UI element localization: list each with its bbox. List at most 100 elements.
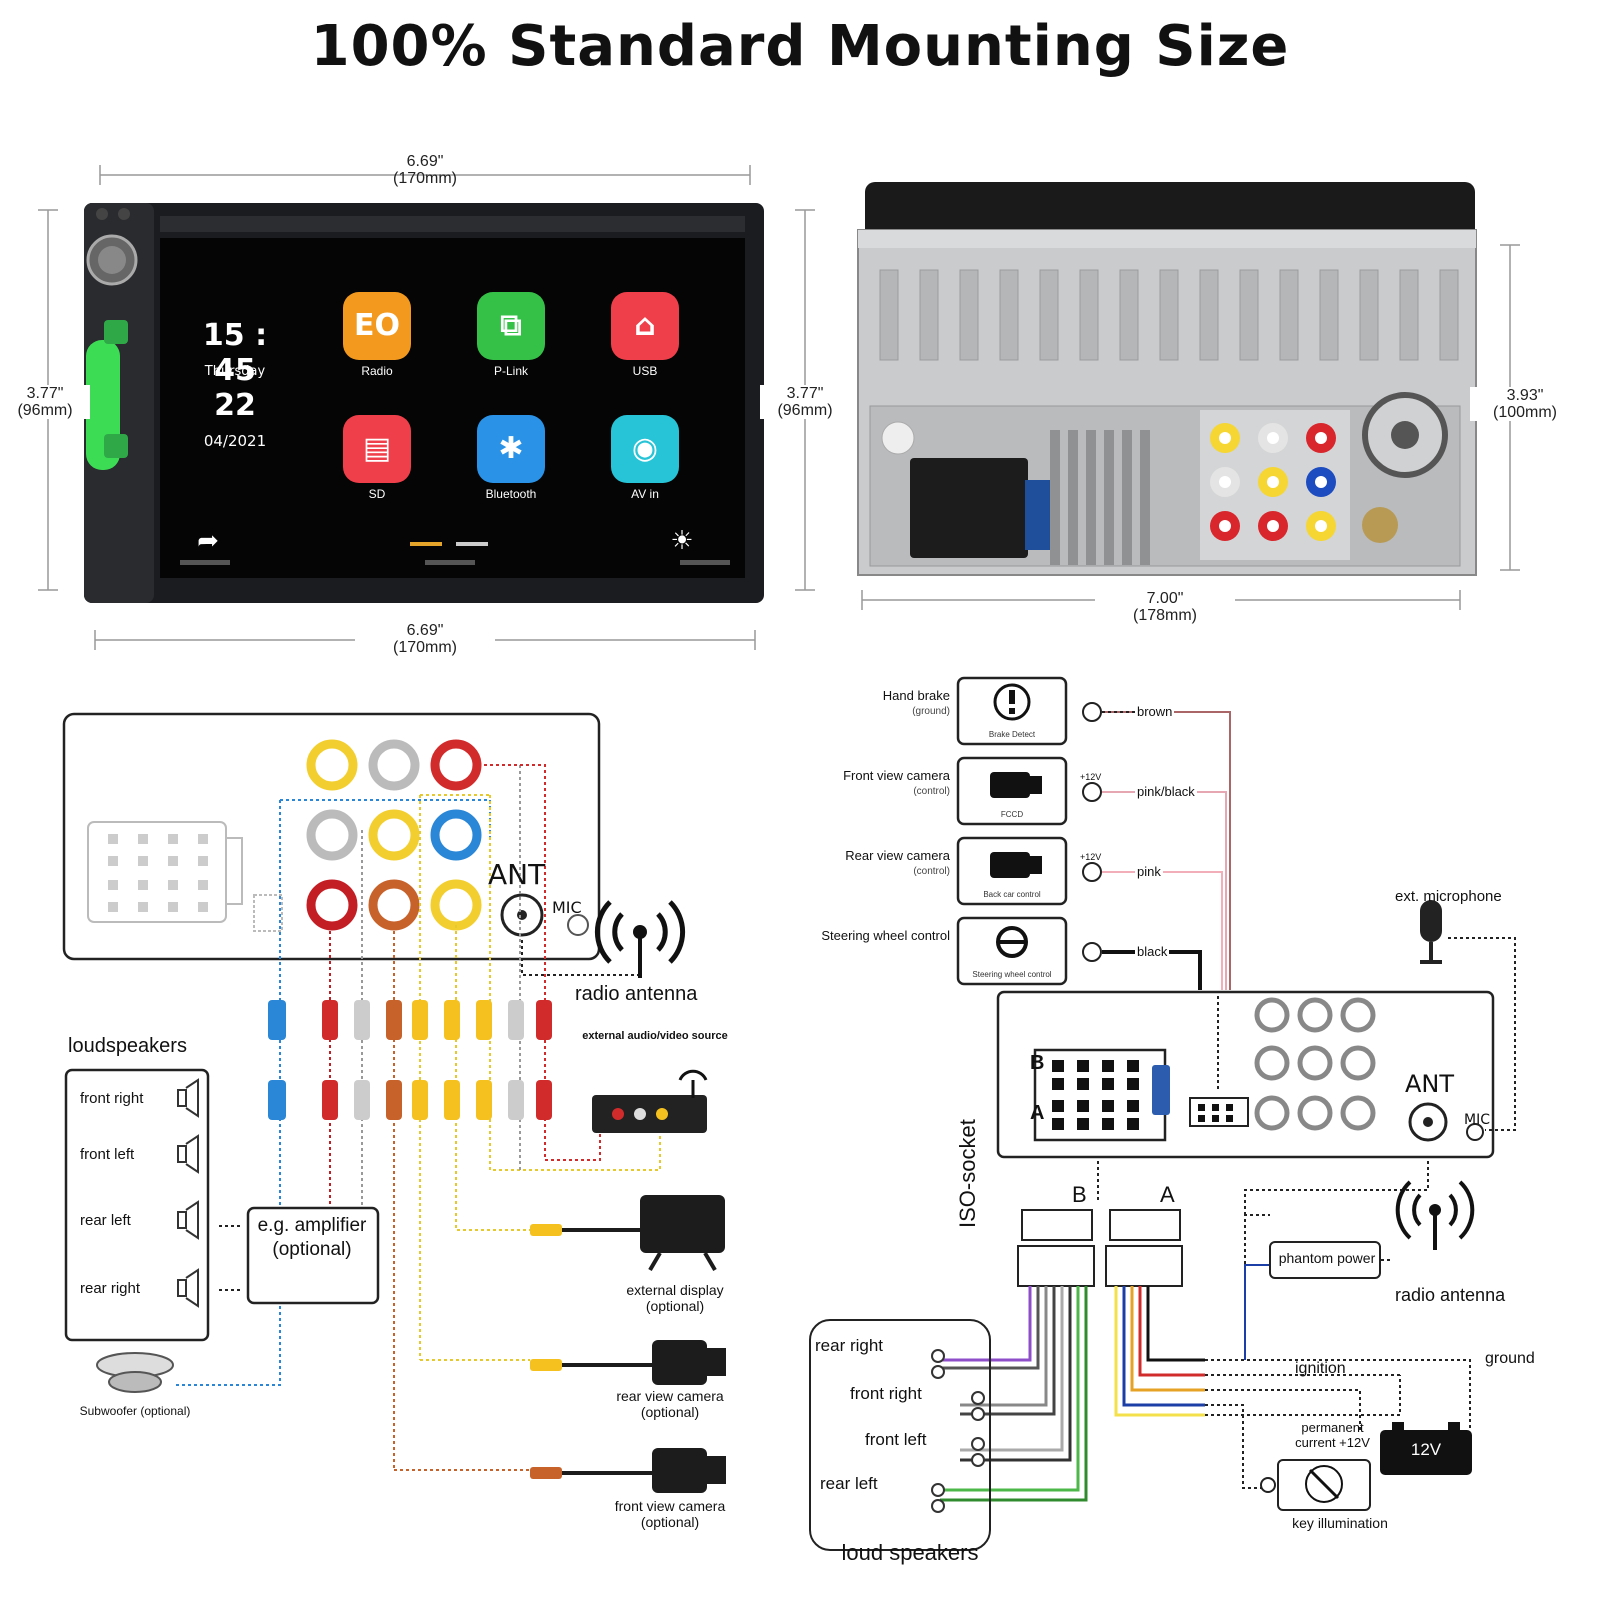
speaker-label: rear right	[815, 1336, 884, 1355]
control-box-caption: Back car control	[983, 890, 1041, 899]
control-input-sub: (control)	[913, 866, 950, 877]
mic-label-right: MIC	[1464, 1112, 1490, 1128]
phone-link-icon: ⧉	[500, 308, 522, 343]
wire-color-label: pink	[1135, 864, 1163, 879]
battery-label: 12V	[1410, 1440, 1442, 1459]
control-input-name: Steering wheel control	[821, 928, 950, 943]
app-label: Bluetooth	[485, 487, 537, 501]
rear-camera-label: rear view camera (optional)	[616, 1388, 724, 1420]
voltage-label: +12V	[1080, 852, 1102, 862]
radio-antenna-label: radio antenna	[575, 983, 698, 1005]
speaker-label: front left	[80, 1146, 135, 1163]
speaker-label: front right	[80, 1090, 144, 1107]
app-tile-p-link[interactable]: ⧉	[477, 292, 545, 360]
ground-label: ground	[1485, 1350, 1535, 1367]
voltage-label: +12V	[1080, 772, 1102, 782]
control-input-sub: (control)	[913, 786, 950, 797]
external-source-label: external audio/video source	[582, 1030, 728, 1042]
loud-speakers-title: loud speakers	[841, 1540, 979, 1565]
dimension-value: 3.77"	[26, 385, 64, 402]
mic-label: MIC	[552, 898, 582, 917]
bluetooth-icon: ✱	[498, 431, 524, 466]
control-box-caption: Brake Detect	[988, 730, 1036, 739]
dimension-mm: (100mm)	[1492, 404, 1557, 421]
speaker-label: front right	[850, 1384, 922, 1403]
clock-month-year: 04/2021	[203, 432, 267, 450]
clock-date: 22	[214, 388, 256, 423]
radio-antenna-label-right: radio antenna	[1395, 1285, 1506, 1305]
av-wiring-drawing	[62, 712, 726, 1493]
brightness-icon[interactable]: ☀	[670, 526, 694, 556]
ext-microphone-label: ext. microphone	[1395, 888, 1502, 905]
speaker-label: rear left	[820, 1474, 878, 1493]
control-input-label: Hand brake (ground)	[760, 688, 950, 720]
control-input-name: Front view camera	[843, 768, 950, 783]
dimension-value: 7.00"	[1146, 590, 1184, 607]
plug-b-label: B	[1072, 1182, 1087, 1207]
app-label: AV in	[631, 487, 659, 501]
speaker-label: rear right	[80, 1280, 141, 1297]
app-tile-radio[interactable]: EO	[343, 292, 411, 360]
dimension-value: 6.69"	[406, 622, 444, 639]
clock-day: Thursday	[204, 364, 266, 379]
dimension-value: 6.69"	[406, 153, 444, 170]
app-label: SD	[368, 487, 386, 501]
dimension-mm: (170mm)	[392, 170, 457, 187]
phantom-power-label: phantom power	[1278, 1250, 1376, 1266]
wire-color-label: pink/black	[1135, 784, 1197, 799]
rear-unit-drawing	[857, 182, 1520, 610]
av-in-icon: ◉	[631, 431, 659, 466]
app-tile-sd[interactable]: ▤	[343, 415, 411, 483]
connector-a-label: A	[1030, 1102, 1045, 1124]
key-illumination-label: key illumination	[1292, 1515, 1388, 1531]
front-camera-label: front view camera (optional)	[614, 1498, 726, 1530]
wire-color-label: brown	[1135, 704, 1175, 719]
front-unit-drawing	[38, 165, 815, 650]
plug-a-label: A	[1160, 1182, 1175, 1207]
ant-label: ANT	[488, 858, 546, 891]
control-input-name: Rear view camera	[845, 848, 950, 863]
control-input-sub: (ground)	[912, 706, 950, 717]
front-height-left: 3.77" (96mm)	[0, 385, 90, 419]
subwoofer-label: Subwoofer (optional)	[79, 1404, 191, 1418]
iso-socket-label: ISO-socket	[955, 1119, 980, 1228]
back-arrow-icon[interactable]: ➦	[197, 526, 219, 556]
speaker-label: rear left	[80, 1212, 131, 1229]
power-wiring-drawing	[809, 676, 1516, 1551]
control-input-name: Hand brake	[882, 688, 950, 703]
dimension-mm: (170mm)	[392, 639, 457, 656]
dimension-value: 3.93"	[1506, 387, 1544, 404]
rear-height: 3.93" (100mm)	[1470, 387, 1580, 421]
amplifier-label: e.g. amplifier (optional)	[257, 1215, 367, 1260]
control-input-label: Rear view camera (control)	[760, 848, 950, 880]
control-input-label: Front view camera (control)	[760, 768, 950, 800]
radio-icon: EO	[354, 308, 400, 343]
dimension-mm: (96mm)	[777, 402, 833, 419]
app-label: Radio	[361, 364, 393, 378]
permanent-current-label: permanent current +12V	[1295, 1420, 1370, 1450]
wire-color-label: black	[1135, 944, 1170, 959]
ignition-label: ignition	[1295, 1360, 1346, 1377]
usb-icon: ⌂	[634, 308, 656, 343]
app-label: P-Link	[493, 364, 528, 378]
external-display-label: external display (optional)	[626, 1282, 724, 1314]
dimension-mm: (96mm)	[17, 402, 73, 419]
app-tile-bluetooth[interactable]: ✱	[477, 415, 545, 483]
front-width-top: 6.69" (170mm)	[355, 153, 495, 187]
front-width-bottom: 6.69" (170mm)	[355, 622, 495, 656]
control-box-caption: Steering wheel control	[972, 970, 1052, 979]
dimension-mm: (178mm)	[1132, 607, 1197, 624]
app-tile-usb[interactable]: ⌂	[611, 292, 679, 360]
page-title: 100% Standard Mounting Size	[310, 14, 1290, 79]
app-tile-av-in[interactable]: ◉	[611, 415, 679, 483]
rear-width: 7.00" (178mm)	[1095, 590, 1235, 624]
loudspeakers-title: loudspeakers	[68, 1035, 187, 1057]
clock-time: 15 : 45	[202, 318, 268, 388]
control-box-caption: FCCD	[1000, 810, 1024, 819]
dimension-value: 3.77"	[786, 385, 824, 402]
app-label: USB	[632, 364, 658, 378]
control-input-label: Steering wheel control	[760, 928, 950, 944]
sd-card-icon: ▤	[362, 431, 392, 466]
speaker-label: front left	[865, 1430, 927, 1449]
ant-label-right: ANT	[1405, 1070, 1455, 1098]
